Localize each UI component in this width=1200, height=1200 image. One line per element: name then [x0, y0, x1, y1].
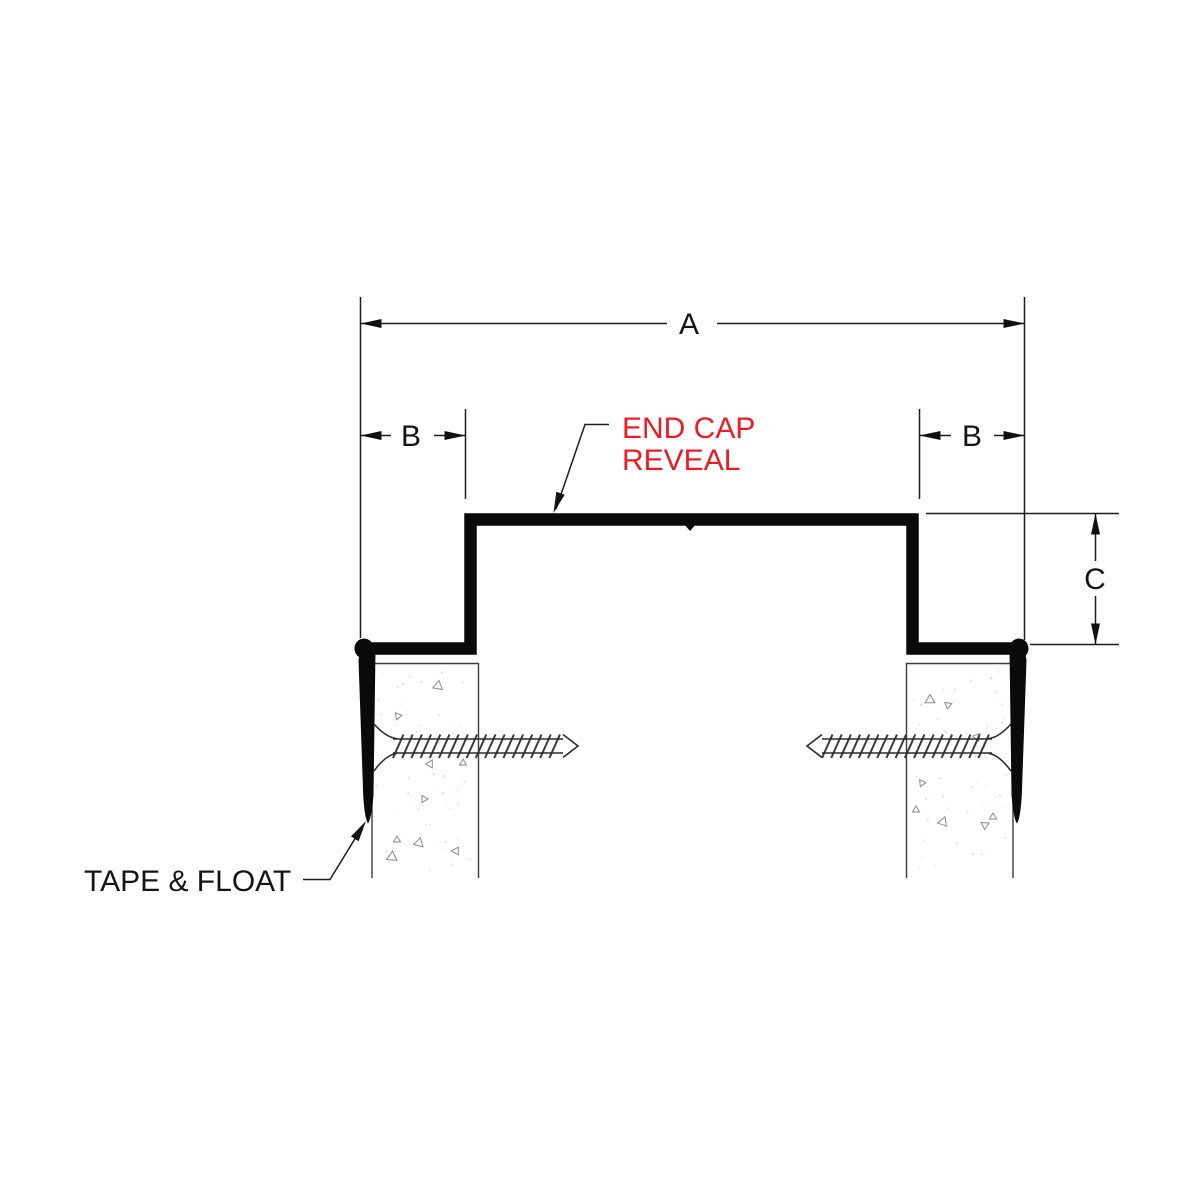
dimension-b-left: B — [360, 420, 466, 453]
end-cap-callout: END CAP REVEAL — [553, 412, 755, 513]
dimension-a: A — [360, 308, 1025, 341]
tape-float-callout: TAPE & FLOAT — [84, 821, 366, 898]
screw-thread-hatch — [392, 734, 561, 759]
arrowhead-right-icon — [1003, 319, 1025, 328]
screw-head-flare-bottom — [373, 752, 398, 772]
dim-b-right-label: B — [962, 420, 982, 453]
tape-float-strip-left — [358, 650, 376, 824]
arrowhead-left-icon — [919, 431, 941, 440]
dim-a-label: A — [679, 308, 699, 341]
dim-c-label: C — [1084, 563, 1106, 596]
arrowhead-right-icon — [444, 431, 466, 440]
arrowhead-down-icon — [1091, 623, 1100, 645]
end-cap-label-line1: END CAP — [622, 412, 755, 445]
leader-arrowhead-icon — [553, 491, 565, 513]
end-cap-label-line2: REVEAL — [622, 444, 740, 477]
arrowhead-right-icon — [1003, 431, 1025, 440]
tape-float-leader-line — [303, 823, 365, 881]
tape-float-strip-right — [1009, 650, 1027, 824]
screw-head-flare-bottom — [987, 752, 1012, 772]
screw-thread-hatch — [821, 734, 990, 759]
tape-float-label: TAPE & FLOAT — [84, 865, 291, 898]
screw-tip — [562, 733, 580, 759]
end-cap-leader-line — [555, 423, 609, 510]
dimension-b-right: B — [919, 420, 1025, 453]
dim-b-left-label: B — [401, 420, 421, 453]
board-right-outline — [905, 662, 1014, 878]
screw-right — [805, 723, 1012, 772]
board-speckle-texture — [375, 670, 1008, 872]
board-left-outline — [371, 662, 480, 878]
screw-head-flare-top — [987, 723, 1012, 740]
end-cap-reveal-profile — [360, 513, 1023, 655]
screw-head-flare-top — [373, 723, 398, 740]
extension-lines — [359, 297, 1119, 646]
screw-left — [373, 723, 580, 772]
dimension-c: C — [1084, 513, 1106, 645]
gypsum-boards — [371, 662, 1014, 878]
leader-arrowhead-icon — [351, 821, 366, 842]
arrowhead-left-icon — [360, 319, 382, 328]
arrowhead-left-icon — [360, 431, 382, 440]
screw-tip — [805, 733, 823, 759]
arrowhead-up-icon — [1091, 513, 1100, 535]
profile-center-tick — [684, 524, 696, 531]
